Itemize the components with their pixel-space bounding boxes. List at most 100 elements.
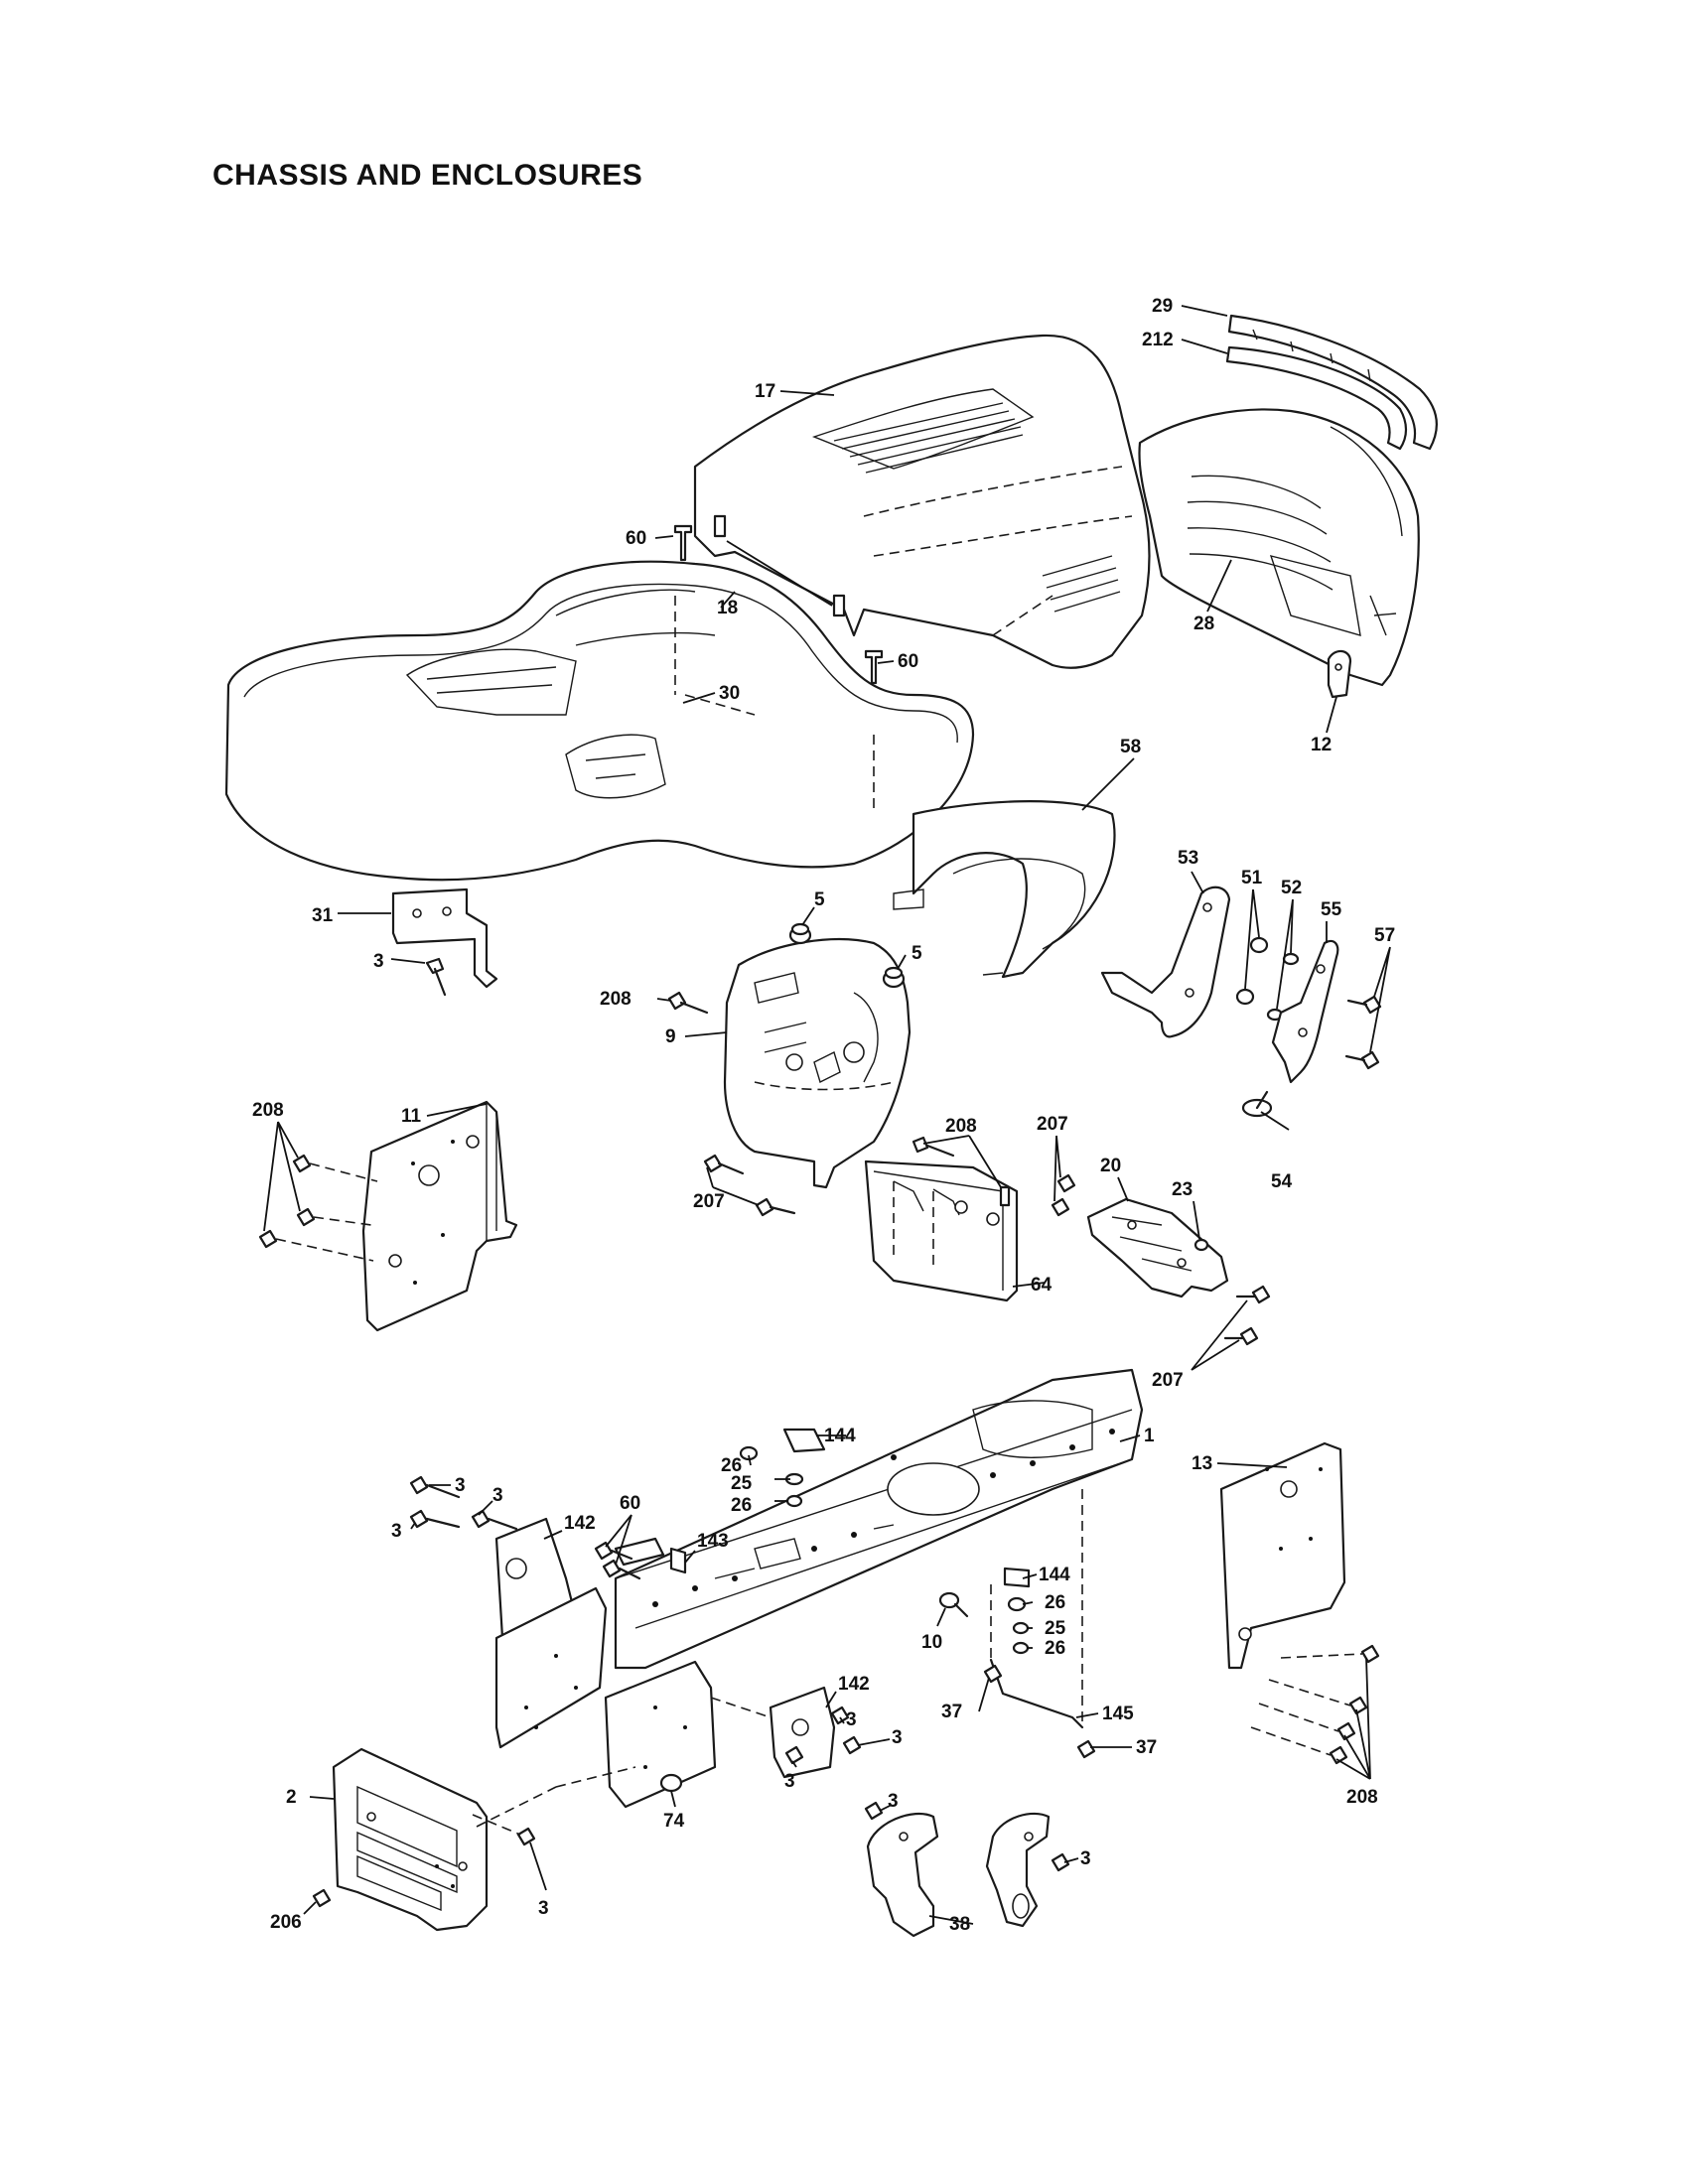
callout-12: 12 xyxy=(1311,735,1332,755)
callout-58: 58 xyxy=(1120,737,1141,757)
callout-37: 37 xyxy=(1136,1737,1157,1758)
frame-holes xyxy=(652,1429,1115,1607)
shift-plate xyxy=(1271,939,1339,1084)
callout-5: 5 xyxy=(814,889,825,910)
front-bracket xyxy=(864,1160,1019,1302)
frame-bolt xyxy=(938,1591,969,1618)
hood-latch xyxy=(1327,649,1352,699)
fender-bracket xyxy=(391,887,498,989)
right-panel-bolts xyxy=(1250,1644,1380,1765)
callout-26: 26 xyxy=(721,1455,742,1476)
plate-bolts xyxy=(1344,995,1382,1070)
callout-207: 207 xyxy=(1152,1370,1184,1391)
callout-2: 2 xyxy=(286,1787,297,1808)
callout-29: 29 xyxy=(1152,296,1173,317)
axle-fastener xyxy=(659,1773,683,1793)
front-bracket-bolts xyxy=(912,1136,1011,1207)
callout-17: 17 xyxy=(755,381,775,402)
support-bracket xyxy=(1100,886,1231,1038)
callout-23: 23 xyxy=(1172,1179,1193,1200)
callout-38: 38 xyxy=(949,1914,970,1935)
grille-housing xyxy=(1138,408,1420,687)
nuts-and-washers xyxy=(1235,936,1300,1022)
center-plate xyxy=(604,1660,717,1809)
front-trim-strip xyxy=(1225,314,1438,451)
callout-60: 60 xyxy=(898,651,918,672)
callout-18: 18 xyxy=(717,598,738,618)
callout-26: 26 xyxy=(731,1495,752,1516)
hood xyxy=(693,334,1151,669)
main-frame xyxy=(614,1368,1144,1670)
hood-pivot-pins xyxy=(713,514,846,617)
callout-208: 208 xyxy=(945,1116,977,1137)
left-panel-bolts xyxy=(258,1154,378,1262)
right-side-panel xyxy=(1219,1441,1346,1670)
callout-28: 28 xyxy=(1193,614,1214,634)
dash-panel xyxy=(723,938,912,1189)
callout-142: 142 xyxy=(838,1674,870,1695)
callout-labels: 29 212 17 60 18 60 30 28 12 58 5 5 53 51… xyxy=(252,296,1395,1935)
callout-26: 26 xyxy=(1045,1592,1065,1613)
callout-207: 207 xyxy=(693,1191,725,1212)
callout-64: 64 xyxy=(1031,1275,1052,1296)
callout-3: 3 xyxy=(846,1709,857,1730)
callout-144: 144 xyxy=(1039,1565,1070,1585)
bracket-bolt xyxy=(425,957,447,997)
left-side-panel xyxy=(361,1100,518,1332)
callout-142: 142 xyxy=(564,1513,596,1534)
frame-top-fasteners xyxy=(739,1428,1031,1655)
callout-25: 25 xyxy=(731,1473,753,1494)
callout-5: 5 xyxy=(912,943,922,964)
callout-20: 20 xyxy=(1100,1156,1121,1176)
callout-leaders xyxy=(263,305,1391,1925)
dash-bottom-bolts xyxy=(703,1154,796,1217)
callout-9: 9 xyxy=(665,1026,676,1047)
callout-54: 54 xyxy=(1271,1171,1293,1192)
callout-3: 3 xyxy=(373,951,384,972)
callout-25: 25 xyxy=(1045,1618,1066,1639)
callout-60: 60 xyxy=(620,1493,640,1514)
callout-3: 3 xyxy=(492,1485,503,1506)
fender-bolts xyxy=(673,524,884,685)
dash-bolt xyxy=(667,991,709,1015)
callout-212: 212 xyxy=(1142,330,1174,350)
callout-10: 10 xyxy=(921,1632,942,1653)
callout-1: 1 xyxy=(1144,1426,1155,1446)
plate-fasteners xyxy=(1051,1173,1271,1346)
callout-3: 3 xyxy=(455,1475,466,1496)
callout-60: 60 xyxy=(626,528,646,549)
callout-30: 30 xyxy=(719,683,740,704)
callout-74: 74 xyxy=(663,1811,685,1832)
callout-208: 208 xyxy=(252,1100,284,1121)
callout-206: 206 xyxy=(270,1912,302,1933)
callout-3: 3 xyxy=(888,1791,899,1812)
callout-26: 26 xyxy=(1045,1638,1065,1659)
control-bracket-right xyxy=(985,1812,1070,1928)
page-title: CHASSIS AND ENCLOSURES xyxy=(212,159,643,192)
callout-3: 3 xyxy=(1080,1848,1091,1869)
callout-3: 3 xyxy=(391,1521,402,1542)
callout-31: 31 xyxy=(312,905,334,926)
callout-208: 208 xyxy=(1346,1787,1378,1808)
front-plate-bolts xyxy=(312,1814,536,1908)
callout-37: 37 xyxy=(941,1702,962,1722)
callout-143: 143 xyxy=(697,1531,729,1552)
callout-51: 51 xyxy=(1241,868,1263,888)
rear-plate-left xyxy=(494,1586,608,1749)
callout-13: 13 xyxy=(1192,1453,1212,1474)
callout-145: 145 xyxy=(1102,1704,1134,1724)
front-axle-bracket xyxy=(710,1686,862,1779)
callout-3: 3 xyxy=(538,1898,549,1919)
control-bracket-left xyxy=(864,1801,939,1938)
dash-knobs xyxy=(788,922,906,989)
mounting-plate xyxy=(1086,1197,1229,1298)
callout-55: 55 xyxy=(1321,899,1342,920)
callout-11: 11 xyxy=(401,1106,422,1127)
callout-144: 144 xyxy=(824,1426,856,1446)
callout-208: 208 xyxy=(600,989,632,1010)
fender-deck xyxy=(224,560,975,882)
front-plate xyxy=(332,1747,636,1932)
callout-52: 52 xyxy=(1281,878,1302,898)
